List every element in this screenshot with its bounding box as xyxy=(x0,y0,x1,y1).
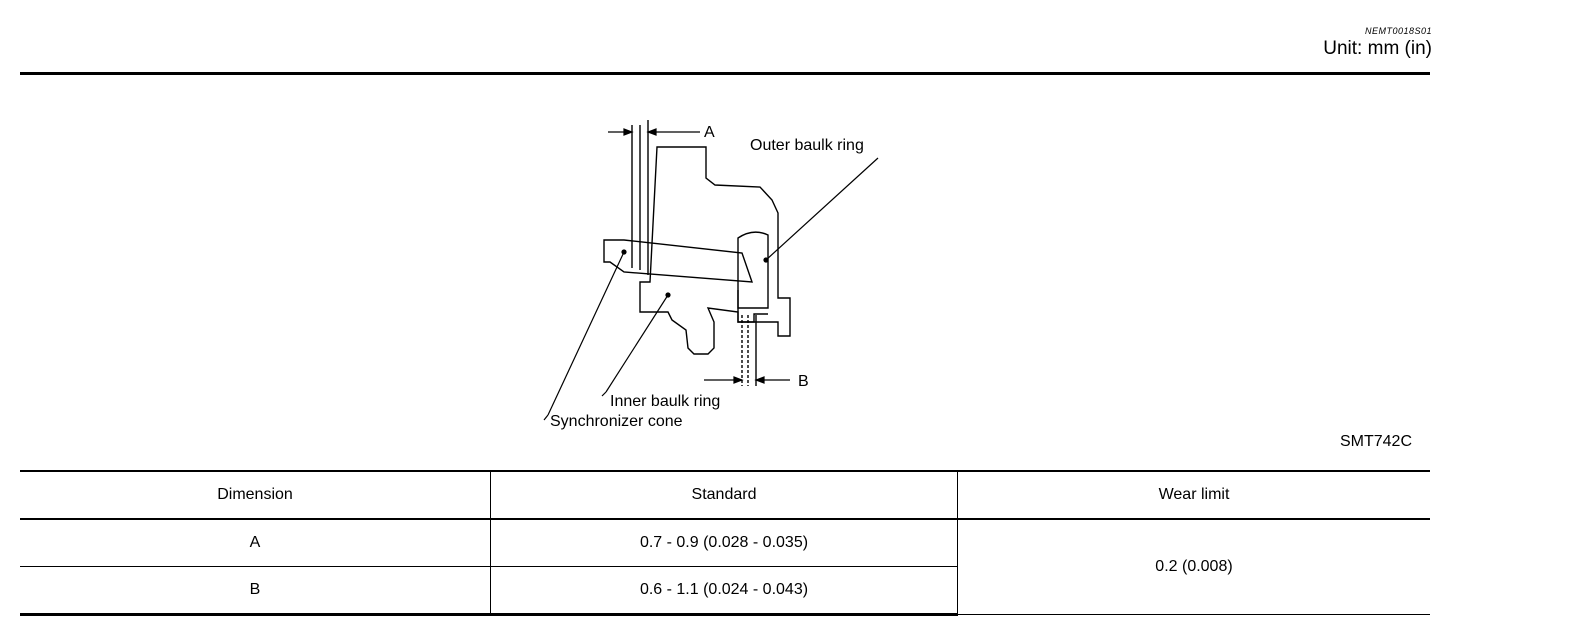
outer-baulk-ring-label: Outer baulk ring xyxy=(750,137,864,154)
header-wear-limit: Wear limit xyxy=(957,470,1430,520)
cell-dimension: A xyxy=(20,519,491,567)
baulk-ring-diagram: A B Outer baulk ring Inner baulk ring Sy… xyxy=(520,110,940,440)
cell-wear-limit: 0.2 (0.008) xyxy=(957,519,1430,615)
cell-standard: 0.6 - 1.1 (0.024 - 0.043) xyxy=(490,566,958,616)
figure-id: SMT742C xyxy=(1339,433,1412,450)
table-header-row: Dimension Standard Wear limit xyxy=(20,470,1430,520)
table-row: A 0.7 - 0.9 (0.028 - 0.035) 0.2 (0.008) xyxy=(20,519,1430,615)
header-standard: Standard xyxy=(490,470,958,520)
synchronizer-body xyxy=(639,146,791,355)
clearance-spec-table: Dimension Standard Wear limit A 0.7 - 0.… xyxy=(20,470,1430,616)
outer-baulk-ring xyxy=(737,231,769,309)
synchronizer-cone xyxy=(603,239,754,283)
sync-cone-leader xyxy=(547,251,625,416)
dimension-b-label: B xyxy=(798,373,809,390)
cell-dimension: B xyxy=(20,566,491,616)
table-row: B 0.6 - 1.1 (0.024 - 0.043) xyxy=(20,566,1430,616)
cell-standard: 0.7 - 0.9 (0.028 - 0.035) xyxy=(490,519,958,567)
diagram-svg: A B Outer baulk ring Inner baulk ring Sy… xyxy=(543,120,879,430)
header-dimension: Dimension xyxy=(20,470,491,520)
inner-ring-step xyxy=(737,290,768,323)
document-code: NEMT0018S01 xyxy=(1364,26,1432,36)
dimension-a-label: A xyxy=(704,124,715,141)
synchronizer-cone-label: Synchronizer cone xyxy=(550,413,683,430)
top-rule xyxy=(20,72,1430,75)
outer-ring-leader xyxy=(765,157,879,261)
unit-label: Unit: mm (in) xyxy=(1323,38,1432,59)
inner-baulk-ring-label: Inner baulk ring xyxy=(610,393,720,410)
inner-ring-leader xyxy=(605,294,669,393)
